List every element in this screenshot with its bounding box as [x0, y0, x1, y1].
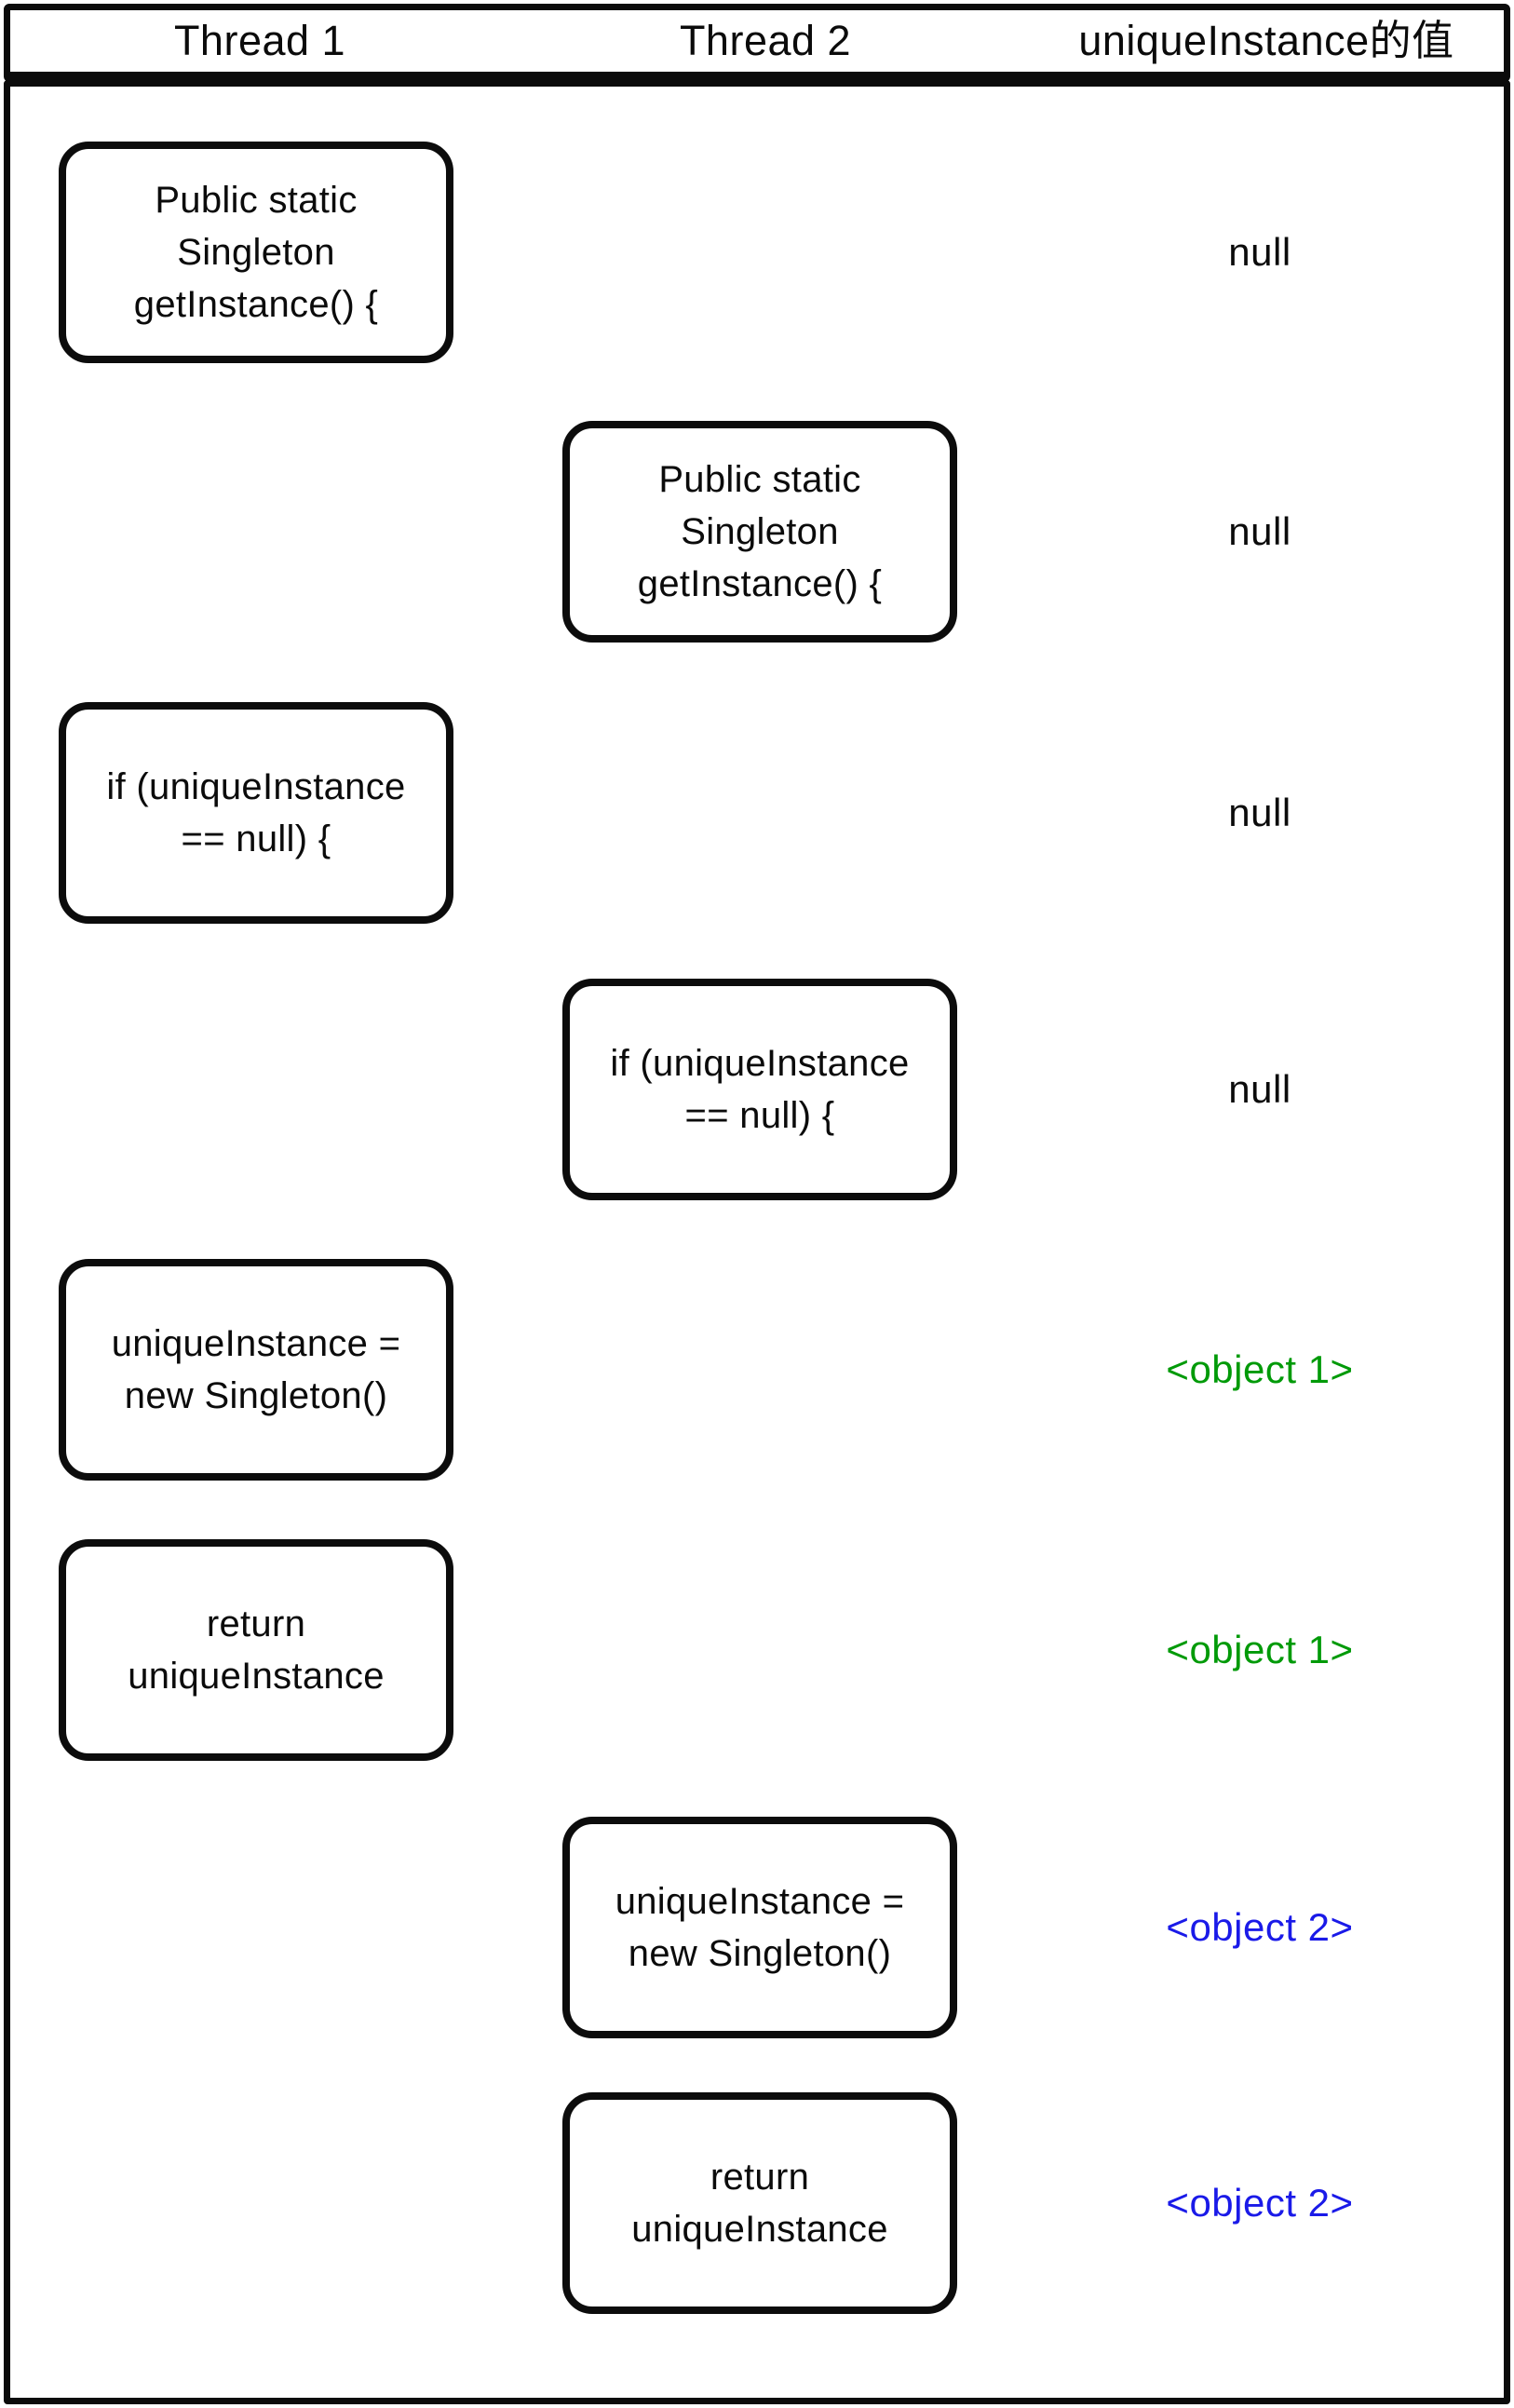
- unique-instance-value: <object 1>: [1166, 1347, 1354, 1391]
- step-label: Public static Singleton getInstance() {: [133, 180, 379, 325]
- column-header-thread-2: Thread 2: [679, 17, 852, 64]
- step-box: uniqueInstance = new Singleton(): [59, 1259, 453, 1481]
- column-header-thread-1: Thread 1: [173, 17, 346, 64]
- step-box: return uniqueInstance: [59, 1539, 453, 1761]
- sequence-row: if (uniqueInstance == null) { null: [0, 979, 1514, 1200]
- sequence-row: uniqueInstance = new Singleton() <object…: [0, 1817, 1514, 2038]
- step-label: if (uniqueInstance == null) {: [106, 766, 406, 859]
- step-box: if (uniqueInstance == null) {: [562, 979, 957, 1200]
- step-box: Public static Singleton getInstance() {: [562, 421, 957, 643]
- unique-instance-value: null: [1228, 230, 1291, 274]
- unique-instance-value: <object 1>: [1166, 1628, 1354, 1671]
- sequence-row: Public static Singleton getInstance() { …: [0, 421, 1514, 643]
- step-label: return uniqueInstance: [128, 1603, 385, 1697]
- unique-instance-value: <object 2>: [1166, 1905, 1354, 1949]
- step-box: if (uniqueInstance == null) {: [59, 702, 453, 924]
- sequence-row: return uniqueInstance <object 1>: [0, 1539, 1514, 1761]
- unique-instance-value: null: [1228, 509, 1291, 553]
- step-label: uniqueInstance = new Singleton(): [615, 1881, 905, 1974]
- unique-instance-value: <object 2>: [1166, 2181, 1354, 2225]
- column-header-unique-instance-value: uniqueInstance的值: [1078, 17, 1454, 64]
- sequence-row: return uniqueInstance <object 2>: [0, 2092, 1514, 2314]
- step-label: return uniqueInstance: [631, 2157, 888, 2250]
- diagram-header: Thread 1 Thread 2 uniqueInstance的值: [4, 4, 1510, 82]
- step-box: return uniqueInstance: [562, 2092, 957, 2314]
- sequence-row: if (uniqueInstance == null) { null: [0, 702, 1514, 924]
- step-box: uniqueInstance = new Singleton(): [562, 1817, 957, 2038]
- step-label: Public static Singleton getInstance() {: [637, 459, 883, 604]
- unique-instance-value: null: [1228, 791, 1291, 834]
- step-box: Public static Singleton getInstance() {: [59, 142, 453, 363]
- step-label: uniqueInstance = new Singleton(): [111, 1323, 401, 1416]
- unique-instance-value: null: [1228, 1067, 1291, 1111]
- sequence-row: uniqueInstance = new Singleton() <object…: [0, 1259, 1514, 1481]
- sequence-row: Public static Singleton getInstance() { …: [0, 142, 1514, 363]
- step-label: if (uniqueInstance == null) {: [610, 1043, 910, 1136]
